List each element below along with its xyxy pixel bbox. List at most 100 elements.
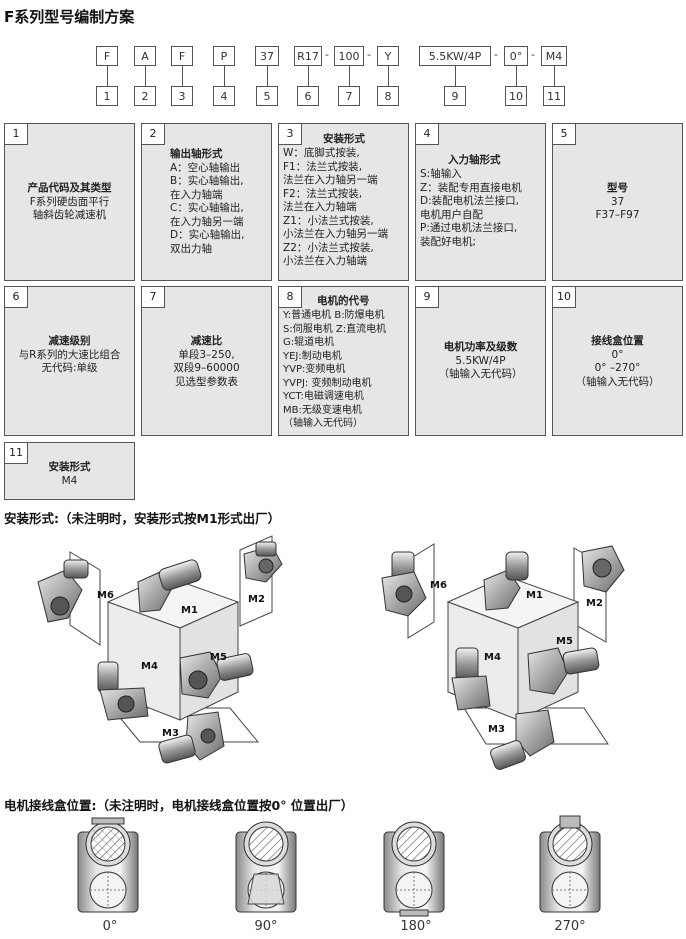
box-number: 1: [5, 124, 28, 145]
box-line: Z1：小法兰式按装,: [283, 214, 374, 227]
angle-label-90: 90°: [254, 919, 278, 934]
mount-label-m3: M3: [488, 724, 505, 735]
box-line: 无代码:单级: [41, 362, 98, 374]
box-line: P:通过电机法兰接口,: [420, 222, 518, 234]
box-heading: 安装形式: [323, 133, 365, 145]
code-item-2: A: [134, 46, 156, 66]
angle-label-270: 270°: [554, 919, 586, 934]
code-number-8: 8: [377, 86, 399, 106]
junction-270-drawing: [539, 815, 601, 913]
box-line: （轴输入无代码）: [283, 418, 363, 429]
mount-label-m2: M2: [248, 594, 265, 605]
mount-label-m5: M5: [210, 652, 227, 663]
code-item-8: Y: [377, 46, 399, 66]
box-number: 7: [142, 287, 165, 308]
spec-box-3: 3 安装形式 W：底脚式按装, F1：法兰式按装, 法兰在入力轴另一端 F2：法…: [278, 123, 409, 281]
box-line: 法兰在入力轴端: [283, 201, 357, 213]
code-number-4: 4: [213, 86, 235, 106]
box-heading: 电机功率及级数: [443, 341, 518, 353]
box-line: Z：装配专用直接电机: [420, 181, 522, 194]
spec-box-6: 6 减速级别 与R系列的大速比组合 无代码:单级: [4, 286, 135, 436]
box-heading: 减速比: [190, 335, 223, 347]
box-line: W：底脚式按装,: [283, 147, 360, 159]
box-line: F2：法兰式按装,: [283, 187, 363, 200]
junction-90-drawing: [235, 821, 297, 913]
page-title: F系列型号编制方案: [4, 8, 135, 26]
box-line: G:辊道电机: [283, 337, 335, 348]
code-number-10: 10: [505, 86, 527, 106]
box-number: 9: [416, 287, 439, 308]
box-number: 10: [553, 287, 576, 308]
box-line: 双出力轴: [170, 242, 212, 255]
mount-label-m5: M5: [556, 636, 573, 647]
angle-label-0: 0°: [102, 919, 118, 934]
mount-label-m2: M2: [586, 598, 603, 609]
code-item-7: 100: [334, 46, 364, 66]
box-line: 5.5KW/4P: [455, 354, 506, 367]
angle-label-180: 180°: [400, 919, 432, 934]
mounting-title: 安装形式:（未注明时，安装形式按M1形式出厂）: [4, 511, 281, 526]
box-line: 37: [610, 195, 625, 208]
box-line: Z2：小法兰式按装,: [283, 241, 374, 254]
code-item-6: R17: [294, 46, 322, 66]
box-heading: 接线盒位置: [591, 335, 644, 347]
box-heading: 电机的代号: [317, 295, 370, 307]
box-line: 与R系列的大速比组合: [18, 348, 121, 361]
box-line: D:装配电机法兰接口,: [420, 195, 519, 207]
spec-box-2: 2 输出轴形式 A：空心轴输出 B：实心轴输出, 在入力轴端 C：实心轴输出, …: [141, 123, 272, 281]
box-line: 单段3–250,: [178, 348, 235, 361]
box-number: 6: [5, 287, 28, 308]
box-line: 在入力轴端: [170, 188, 223, 201]
box-line: Y:普通电机 B:防爆电机: [283, 310, 385, 321]
box-line: （轴输入无代码）: [438, 368, 523, 380]
box-number: 3: [279, 124, 302, 145]
junction-0-drawing: [77, 817, 139, 913]
code-number-7: 7: [338, 86, 360, 106]
box-line: 法兰在入力轴另一端: [283, 174, 378, 186]
code-item-9: 5.5KW/4P: [419, 46, 491, 66]
code-dash: -: [531, 48, 535, 61]
box-heading: 入力轴形式: [448, 154, 501, 166]
box-number: 8: [279, 287, 302, 308]
box-line: 0° –270°: [594, 362, 641, 374]
box-line: 0°: [611, 348, 624, 361]
mounting-diagram-right: [381, 543, 625, 770]
code-dash: -: [367, 48, 371, 61]
code-number-11: 11: [543, 86, 565, 106]
spec-box-7: 7 减速比 单段3–250, 双段9–60000 见选型参数表: [141, 286, 272, 436]
spec-box-8: 8 电机的代号 Y:普通电机 B:防爆电机 S:伺服电机 Z:直流电机 G:辊道…: [278, 286, 409, 436]
spec-box-9: 9 电机功率及级数 5.5KW/4P （轴输入无代码）: [415, 286, 546, 436]
code-item-4: P: [213, 46, 235, 66]
box-line: 小法兰在入力轴另一端: [283, 228, 388, 240]
box-line: F37–F97: [595, 209, 640, 221]
mount-label-m4: M4: [141, 661, 158, 672]
mount-label-m1: M1: [526, 590, 543, 601]
mount-label-m6: M6: [97, 590, 114, 601]
mount-label-m4: M4: [484, 652, 501, 663]
code-number-5: 5: [256, 86, 278, 106]
box-line: C：实心轴输出,: [170, 202, 244, 214]
box-line: S:轴输入: [420, 168, 462, 180]
box-line: 在入力轴另一端: [170, 215, 244, 228]
code-dash: -: [325, 48, 329, 61]
box-number: 11: [5, 443, 28, 464]
spec-box-1: 1 产品代码及其类型 F系列硬齿面平行 轴斜齿轮减速机: [4, 123, 135, 281]
box-line: F1：法兰式按装,: [283, 160, 363, 173]
code-number-1: 1: [96, 86, 118, 106]
code-item-3: F: [171, 46, 193, 66]
box-heading: 减速级别: [48, 335, 91, 347]
mounting-diagram-left: [37, 535, 283, 764]
box-line: YCT:电磁调速电机: [283, 391, 364, 402]
mount-label-m1: M1: [181, 605, 198, 616]
code-number-3: 3: [171, 86, 193, 106]
spec-box-5: 5 型号 37 F37–F97: [552, 123, 683, 281]
code-number-2: 2: [134, 86, 156, 106]
spec-box-10: 10 接线盒位置 0° 0° –270° （轴输入无代码）: [552, 286, 683, 436]
box-number: 5: [553, 124, 576, 145]
box-line: B：实心轴输出,: [170, 175, 244, 187]
code-item-10: 0°: [504, 46, 528, 66]
junction-diagrams: [77, 815, 601, 917]
code-dash: -: [494, 48, 498, 61]
box-line: （轴输入无代码）: [575, 375, 660, 388]
box-line: MB:无级变速电机: [283, 404, 362, 416]
